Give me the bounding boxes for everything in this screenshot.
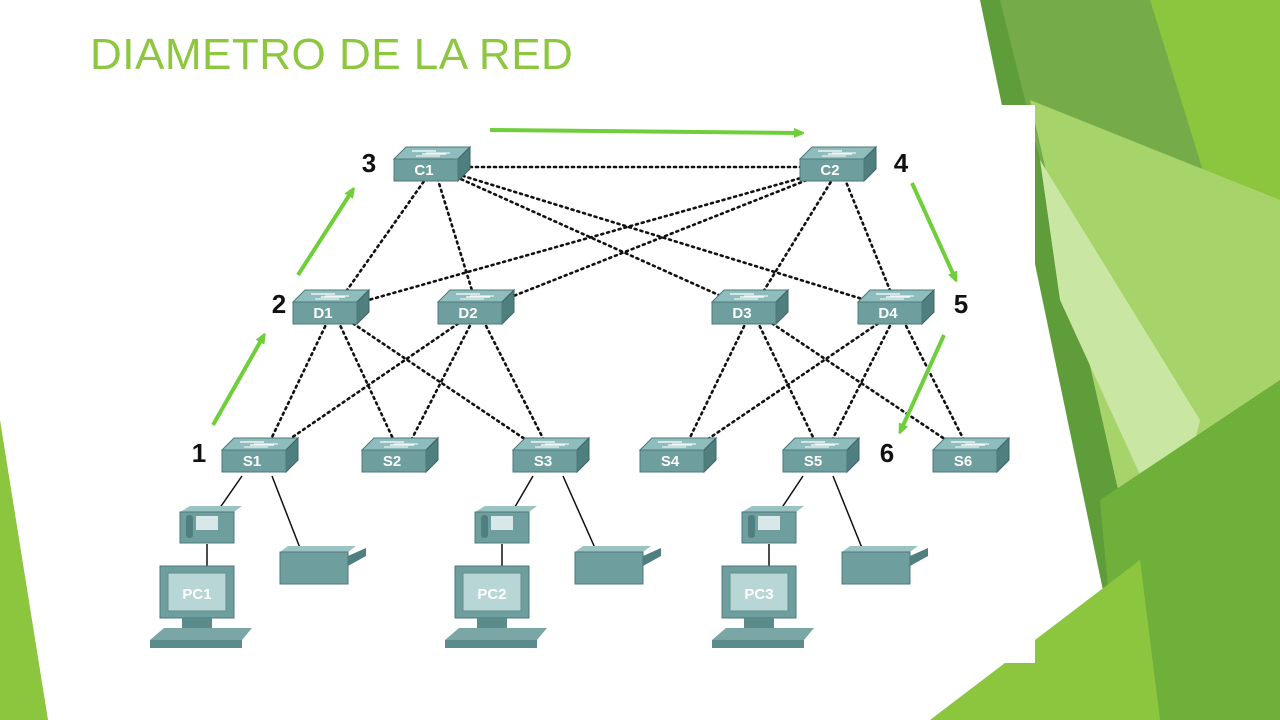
endpoint-group-pc3: PC3	[712, 475, 928, 648]
hop-number: 6	[880, 438, 894, 468]
slide-title: DIAMETRO DE LA RED	[90, 30, 574, 79]
pc-label: PC1	[182, 586, 211, 603]
link-C1-D3	[432, 165, 754, 312]
pc-icon[interactable]: PC1	[150, 565, 252, 648]
link-C1-D1	[331, 165, 436, 312]
endpoint-group-pc1: PC1	[150, 475, 366, 648]
link-C2-D2	[476, 165, 842, 312]
switch-label: S4	[661, 453, 680, 470]
switch-label: S5	[804, 453, 822, 470]
path-arrow	[489, 130, 800, 133]
link-D1-S1	[260, 308, 335, 460]
link-D4-S6	[896, 308, 975, 460]
link-D2-S1	[260, 308, 480, 460]
link-C2-D1	[331, 165, 842, 312]
switch-label: D1	[313, 305, 332, 322]
switch-label: S1	[243, 453, 261, 470]
link-D3-S4	[678, 308, 754, 460]
printer-icon	[574, 546, 661, 585]
switch-label: C1	[414, 162, 433, 179]
switch-label: D4	[878, 305, 898, 322]
path-arrow	[910, 182, 955, 278]
ip-phone-icon	[741, 506, 804, 544]
hop-number: 1	[192, 438, 206, 468]
switch-s4[interactable]: S4	[638, 436, 718, 474]
pc-label: PC2	[477, 586, 506, 603]
link-D4-S5	[821, 308, 900, 460]
path-arrow	[901, 334, 946, 430]
link-C2-D3	[750, 165, 842, 312]
link-D3-S6	[750, 308, 975, 460]
switch-s5[interactable]: S5	[781, 436, 861, 474]
switch-label: D3	[732, 305, 751, 322]
printer-icon	[841, 546, 928, 585]
switch-s3[interactable]: S3	[511, 436, 591, 474]
bg-shape	[930, 560, 1160, 720]
path-arrow	[211, 337, 263, 426]
hop-number: 5	[954, 289, 968, 319]
link-D4-S4	[678, 308, 900, 460]
switch-c1[interactable]: C1	[392, 145, 472, 183]
link-D1-S2	[331, 308, 404, 460]
pc-icon[interactable]: PC2	[445, 565, 547, 648]
switch-label: D2	[458, 305, 477, 322]
bg-shape	[0, 420, 48, 720]
switch-d4[interactable]: D4	[856, 288, 936, 326]
hop-number: 2	[272, 289, 286, 319]
link-D2-S2	[400, 308, 480, 460]
hop-number: 3	[362, 148, 376, 178]
endpoints-layer: PC1 PC2 PC3	[150, 475, 928, 648]
switch-s6[interactable]: S6	[931, 436, 1011, 474]
switch-d1[interactable]: D1	[291, 288, 371, 326]
ip-phone-icon	[474, 506, 537, 544]
switch-label: S2	[383, 453, 401, 470]
bg-shape	[1040, 160, 1200, 540]
switch-label: C2	[820, 162, 839, 179]
link-C1-D4	[432, 165, 900, 312]
switch-c2[interactable]: C2	[798, 145, 878, 183]
switch-s2[interactable]: S2	[360, 436, 440, 474]
pc-label: PC3	[744, 586, 773, 603]
switch-d3[interactable]: D3	[710, 288, 790, 326]
link-D1-S3	[331, 308, 555, 460]
hop-number: 4	[894, 148, 909, 178]
path-arrow	[296, 191, 352, 277]
links-layer	[260, 165, 975, 460]
switch-label: S3	[534, 453, 552, 470]
ip-phone-icon	[179, 506, 242, 544]
link-C2-D4	[838, 165, 900, 312]
link-C1-D2	[432, 165, 480, 312]
endpoint-group-pc2: PC2	[445, 475, 661, 648]
link-D2-S3	[476, 308, 555, 460]
printer-icon	[279, 546, 366, 585]
switch-label: S6	[954, 453, 972, 470]
path-arrows	[211, 130, 955, 430]
switch-s1[interactable]: S1	[220, 436, 300, 474]
link-D3-S5	[750, 308, 825, 460]
pc-icon[interactable]: PC3	[712, 565, 814, 648]
switch-d2[interactable]: D2	[436, 288, 516, 326]
